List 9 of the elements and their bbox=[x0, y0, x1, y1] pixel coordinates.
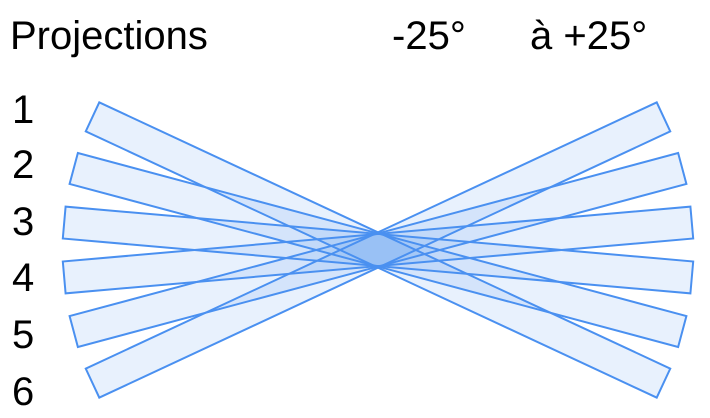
projection-number: 2 bbox=[12, 143, 34, 187]
diagram-title: Projections bbox=[10, 14, 208, 58]
projection-number: 6 bbox=[12, 370, 34, 414]
angle-range-label: à +25° bbox=[530, 14, 648, 58]
angle-range-label: -25° bbox=[392, 14, 466, 58]
projection-number: 3 bbox=[12, 200, 34, 244]
projection-number: 4 bbox=[12, 256, 34, 300]
projection-number: 5 bbox=[12, 313, 34, 357]
projection-number: 1 bbox=[12, 88, 34, 132]
